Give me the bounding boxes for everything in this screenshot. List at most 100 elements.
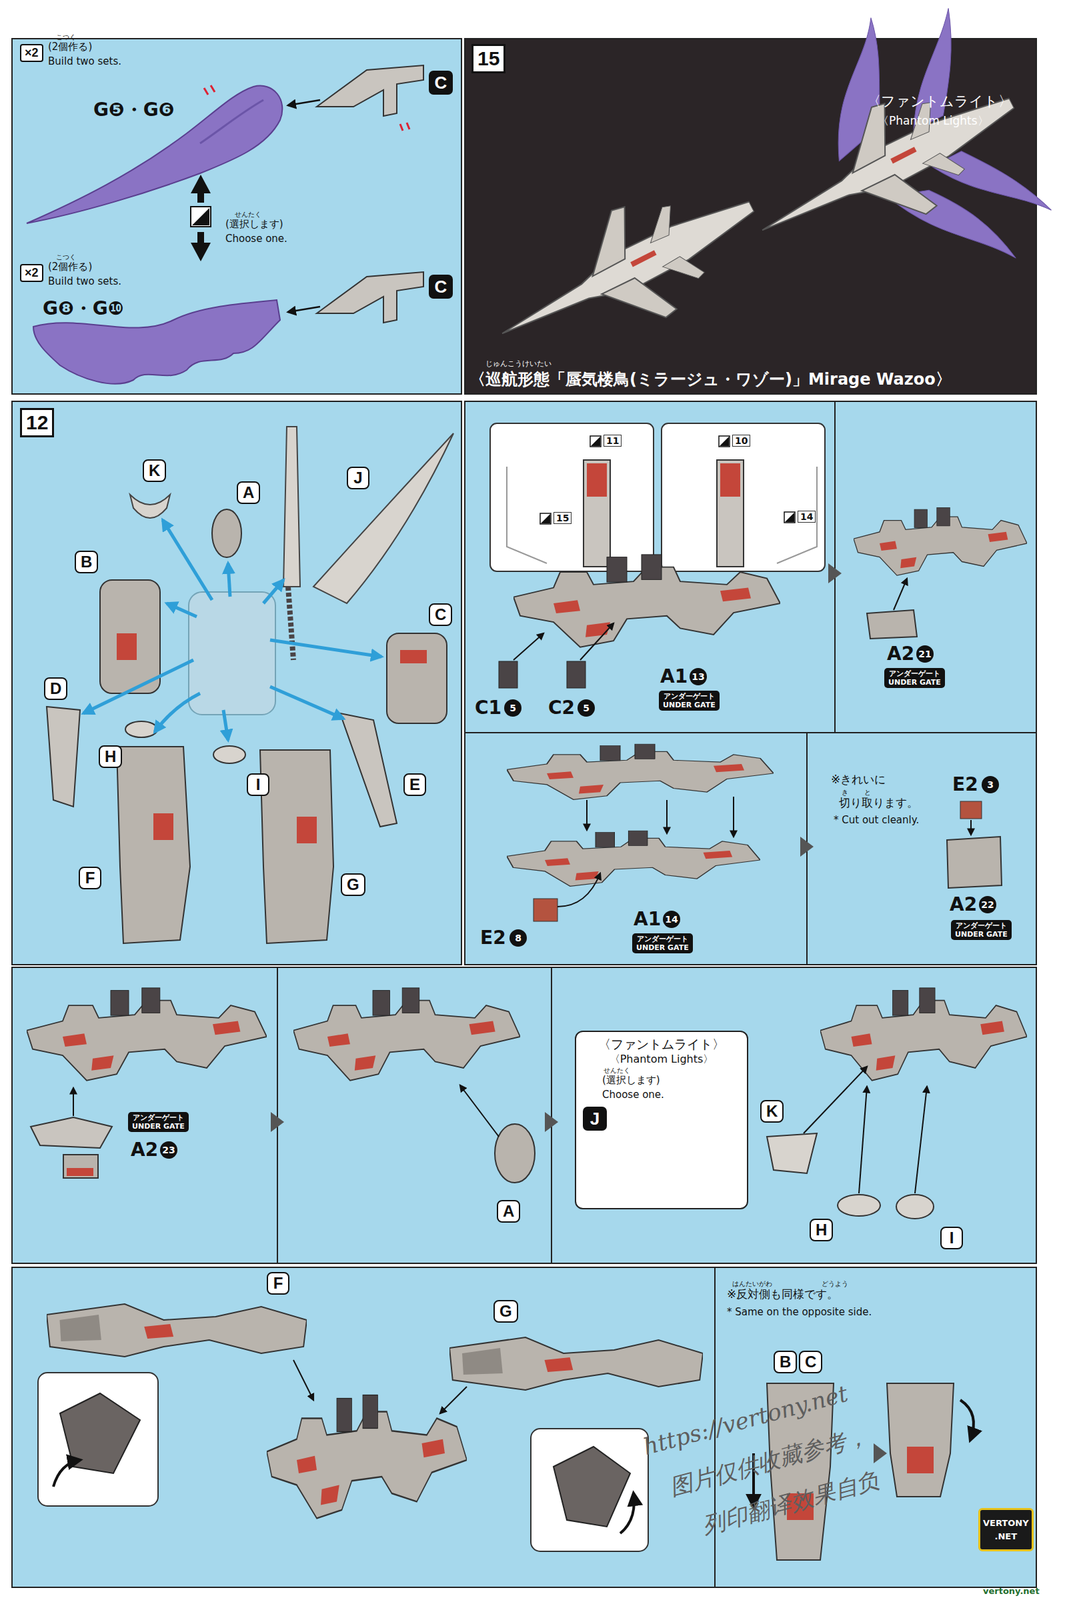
- node-text: アンダーゲート: [954, 921, 1008, 931]
- node-text: C: [434, 70, 448, 95]
- form-title: 〈巡航形態「蜃気楼鳥(ミラージュ・ワゾー)」Mirage Wazoo〉: [469, 370, 952, 390]
- ruby-text: こつく: [56, 253, 77, 262]
- part-letter: F: [266, 1272, 290, 1296]
- node-text: UNDER GATE: [132, 1122, 185, 1132]
- part-letter: E: [403, 773, 427, 797]
- note-text: * Same on the opposite side.: [726, 1307, 872, 1319]
- node-text: B: [779, 1352, 791, 1373]
- part-letter: B: [773, 1351, 797, 1374]
- step-number: 15: [471, 44, 506, 74]
- option-box: 〈ファントムライト〉〈Phantom Lights〉J: [574, 1030, 749, 1210]
- part-number: A1: [633, 908, 661, 931]
- node-text: .NET: [982, 1530, 1029, 1544]
- part-letter: D: [44, 677, 68, 701]
- node-text: C: [434, 604, 447, 625]
- step-number: 12: [20, 408, 55, 438]
- note-text: 切り取ります。: [838, 796, 919, 811]
- part-number: E2: [480, 926, 507, 949]
- node-text: VERTONY: [982, 1517, 1029, 1531]
- node-text: C: [434, 274, 448, 299]
- part-number: A2: [886, 642, 915, 665]
- part-number: C2: [548, 696, 575, 719]
- part-letter: H: [809, 1219, 833, 1242]
- node-text: G: [346, 874, 360, 895]
- node-text: アンダーゲート: [132, 1113, 185, 1123]
- node-text: ×2: [24, 266, 39, 281]
- part-letter: B: [74, 550, 99, 574]
- note-text: * Cut out cleanly.: [833, 814, 919, 827]
- caption-text: 〈Phantom Lights〉: [877, 114, 989, 129]
- part-letter: C: [798, 1351, 823, 1374]
- node-text: H: [104, 746, 117, 767]
- part-letter: A: [496, 1200, 521, 1224]
- gate-badge: アンダーゲートUNDER GATE: [950, 920, 1012, 941]
- part-number: C1: [474, 696, 502, 719]
- node-text: A: [242, 482, 255, 503]
- node-text: 12: [26, 410, 49, 436]
- ruby-text: せんたく: [603, 1067, 631, 1076]
- ruby-text: どうよう: [821, 1280, 849, 1289]
- sticker-number: 10: [732, 434, 751, 447]
- part-letter: I: [246, 773, 270, 797]
- node-text: A: [502, 1201, 515, 1222]
- part-number: A1: [660, 665, 688, 688]
- gate-badge: アンダーゲートUNDER GATE: [884, 668, 945, 689]
- part-letter: C: [428, 70, 453, 95]
- site-logo: VERTONY.NET: [978, 1508, 1034, 1552]
- ruby-text: こつく: [56, 33, 77, 42]
- node-text: UNDER GATE: [662, 700, 716, 710]
- node-text: K: [148, 460, 161, 481]
- part-letter: H: [98, 745, 123, 769]
- callout-number: 5: [504, 699, 522, 717]
- ruby-text: はんたいがわ: [732, 1280, 773, 1289]
- part-letter: K: [760, 1100, 784, 1124]
- node-text: I: [946, 1228, 957, 1249]
- caption-text: 〈ファントムライト〉: [866, 93, 1013, 110]
- node-text: F: [272, 1273, 284, 1294]
- node-text: D: [50, 678, 62, 699]
- node-text: K: [766, 1101, 778, 1122]
- node-text: H: [815, 1220, 827, 1241]
- part-letter: I: [940, 1227, 963, 1250]
- callout-number: 14: [662, 910, 681, 929]
- callout-number: 21: [916, 645, 934, 663]
- note-text: (選択します): [602, 1075, 661, 1087]
- part-number: G❺・G❻: [93, 97, 175, 123]
- node-text: UNDER GATE: [888, 678, 941, 687]
- node-text: UNDER GATE: [954, 930, 1008, 939]
- sticker-number: 14: [797, 510, 816, 523]
- ruby-text: き: [841, 788, 849, 797]
- node-text: アンダーゲート: [662, 692, 716, 701]
- callout-number: 13: [689, 668, 707, 686]
- callout-number: 3: [981, 776, 999, 794]
- part-number: A2: [130, 1139, 159, 1162]
- part-letter: G: [340, 873, 366, 897]
- callout-number: 23: [160, 1141, 178, 1160]
- note-text: (選択します): [225, 218, 284, 231]
- node-text: J: [588, 1107, 602, 1132]
- node-text: E: [409, 774, 421, 795]
- part-letter: G: [493, 1300, 519, 1324]
- node-text: 15: [477, 46, 500, 72]
- gate-badge: アンダーゲートUNDER GATE: [632, 933, 693, 954]
- note-text: ※反対側も同様です。: [726, 1288, 839, 1302]
- node-text: B: [80, 552, 93, 573]
- sticker-number: 11: [603, 434, 622, 447]
- node-text: ×2: [24, 46, 39, 61]
- part-letter: J: [582, 1107, 607, 1132]
- note-text: (2個作る): [48, 41, 93, 53]
- part-number: E2: [952, 773, 979, 796]
- part-letter: K: [142, 459, 167, 483]
- watermark: vertony.net: [982, 1587, 1040, 1596]
- note-text: Build two sets.: [48, 276, 122, 288]
- part-letter: F: [78, 866, 102, 890]
- part-letter: J: [346, 466, 370, 490]
- count-badge: ×2: [20, 264, 44, 283]
- note-text: (2個作る): [48, 261, 93, 273]
- note-text: Choose one.: [602, 1089, 665, 1102]
- node-text: F: [84, 868, 96, 889]
- part-number: G❽・G❿: [42, 296, 124, 322]
- node-text: C: [804, 1352, 817, 1373]
- node-text: J: [352, 468, 364, 489]
